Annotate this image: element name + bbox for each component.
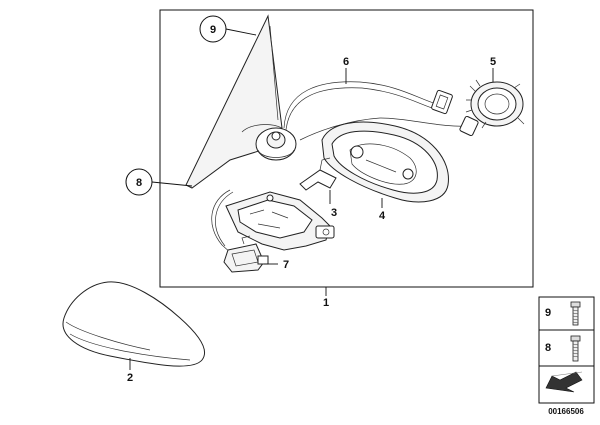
callout-9: 9 xyxy=(210,24,216,36)
mirror-cap xyxy=(62,281,205,367)
callout-5: 5 xyxy=(490,56,496,68)
callout-8: 8 xyxy=(136,177,142,189)
callout-1: 1 xyxy=(323,297,329,309)
small-actuator xyxy=(223,235,269,273)
mirror-base xyxy=(185,14,297,189)
base-plate xyxy=(225,191,335,251)
screw-8-icon xyxy=(570,335,581,362)
legend-item-8: 8 xyxy=(545,342,551,354)
mirror-motor xyxy=(465,79,525,129)
mirror-carrier xyxy=(321,121,449,203)
callout-2: 2 xyxy=(127,372,133,384)
legend-item-9: 9 xyxy=(545,307,551,319)
bracket-clip xyxy=(299,157,337,191)
screw-9-icon xyxy=(570,301,581,326)
callout-circle-9 xyxy=(199,15,227,43)
callout-7: 7 xyxy=(283,259,289,271)
direction-arrow-icon xyxy=(545,371,583,393)
document-number: 00166506 xyxy=(548,407,584,416)
fastener-legend: 9 8 xyxy=(538,296,595,404)
callout-3: 3 xyxy=(331,207,337,219)
harness-connector xyxy=(431,89,479,137)
leader-lines xyxy=(129,28,494,370)
callout-6: 6 xyxy=(343,56,349,68)
callout-circle-8 xyxy=(125,168,153,196)
assembly-frame xyxy=(159,9,534,288)
callout-4: 4 xyxy=(379,210,386,222)
